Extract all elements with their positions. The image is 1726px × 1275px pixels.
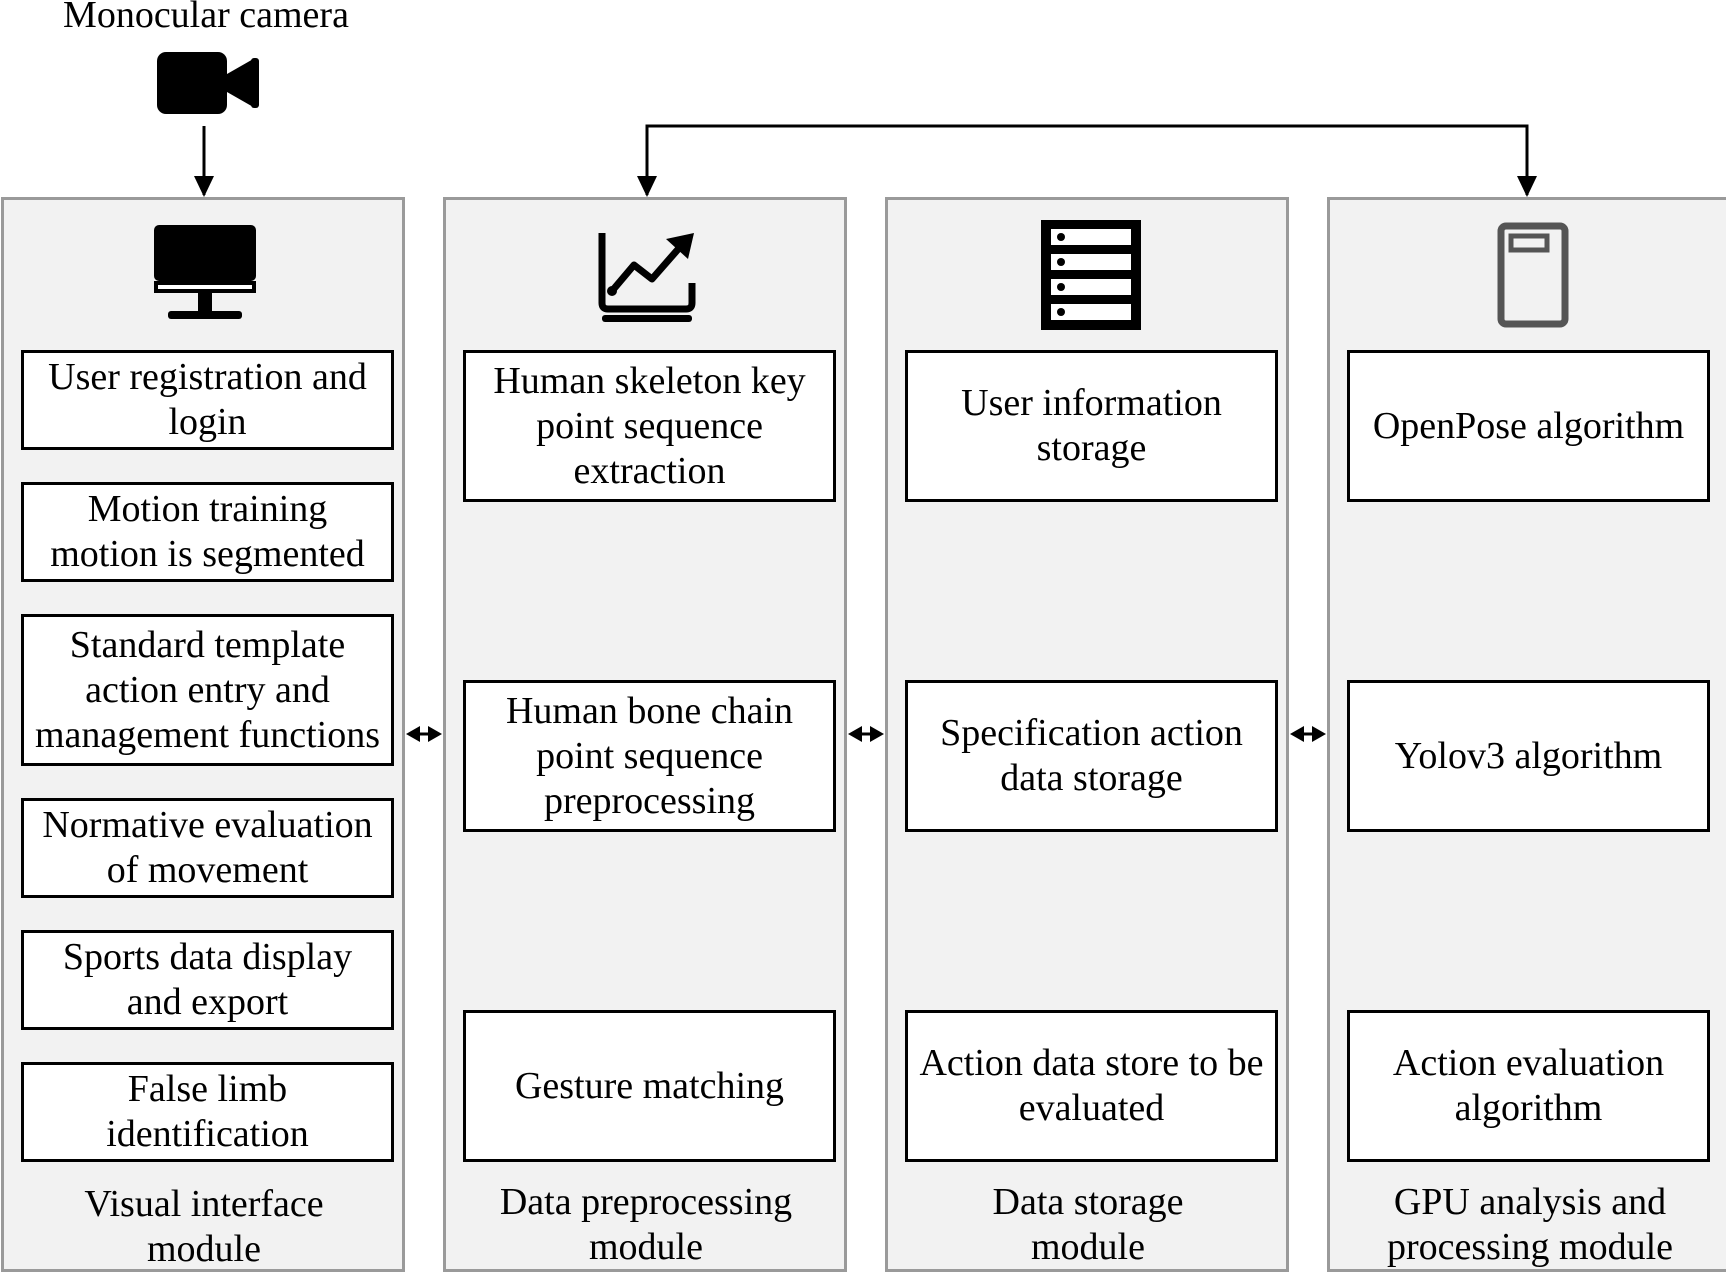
camera-arrowhead [194, 176, 214, 197]
gpu-analysis-column: OpenPose algorithm Yolov3 algorithm Acti… [1327, 197, 1726, 1272]
server-rack-icon [1041, 220, 1141, 330]
double-arrow-1-2 [406, 726, 442, 742]
preprocessing-gpu-bracket [645, 124, 1529, 195]
box-sports-data: Sports data display and export [21, 930, 394, 1030]
box-standard-template: Standard template action entry and manag… [21, 614, 394, 766]
bracket-arrowhead-right [1517, 176, 1537, 197]
video-camera-icon [157, 52, 259, 114]
camera-label: Monocular camera [63, 0, 349, 36]
monitor-icon [154, 225, 256, 319]
box-skeleton-extraction: Human skeleton key point sequence extrac… [463, 350, 836, 502]
box-gesture-matching: Gesture matching [463, 1010, 836, 1162]
data-preprocessing-label: Data preprocessing module [499, 1181, 793, 1268]
box-user-registration: User registration and login [21, 350, 394, 450]
box-false-limb: False limb identification [21, 1062, 394, 1162]
double-arrow-3-4 [1290, 726, 1326, 742]
box-action-data-store: Action data store to be evaluated [905, 1010, 1278, 1162]
data-preprocessing-column: Human skeleton key point sequence extrac… [443, 197, 847, 1272]
box-spec-action-storage: Specification action data storage [905, 680, 1278, 832]
double-arrow-2-3 [848, 726, 884, 742]
box-yolov3: Yolov3 algorithm [1347, 680, 1710, 832]
trend-chart-icon [598, 233, 696, 322]
bracket-arrowhead-left [637, 176, 657, 197]
visual-interface-label: Visual interface module [84, 1183, 324, 1270]
box-normative-evaluation: Normative evaluation of movement [21, 798, 394, 898]
gpu-analysis-label: GPU analysis and processing module [1386, 1181, 1673, 1268]
box-bone-chain-preprocessing: Human bone chain point sequence preproce… [463, 680, 836, 832]
server-tower-icon [1497, 222, 1569, 328]
box-user-info-storage: User information storage [905, 350, 1278, 502]
box-action-evaluation: Action evaluation algorithm [1347, 1010, 1710, 1162]
data-storage-column: User information storage Specification a… [885, 197, 1289, 1272]
box-openpose: OpenPose algorithm [1347, 350, 1710, 502]
box-motion-training: Motion training motion is segmented [21, 482, 394, 582]
visual-interface-column: User registration and login Motion train… [1, 197, 405, 1272]
data-storage-label: Data storage module [992, 1181, 1184, 1268]
